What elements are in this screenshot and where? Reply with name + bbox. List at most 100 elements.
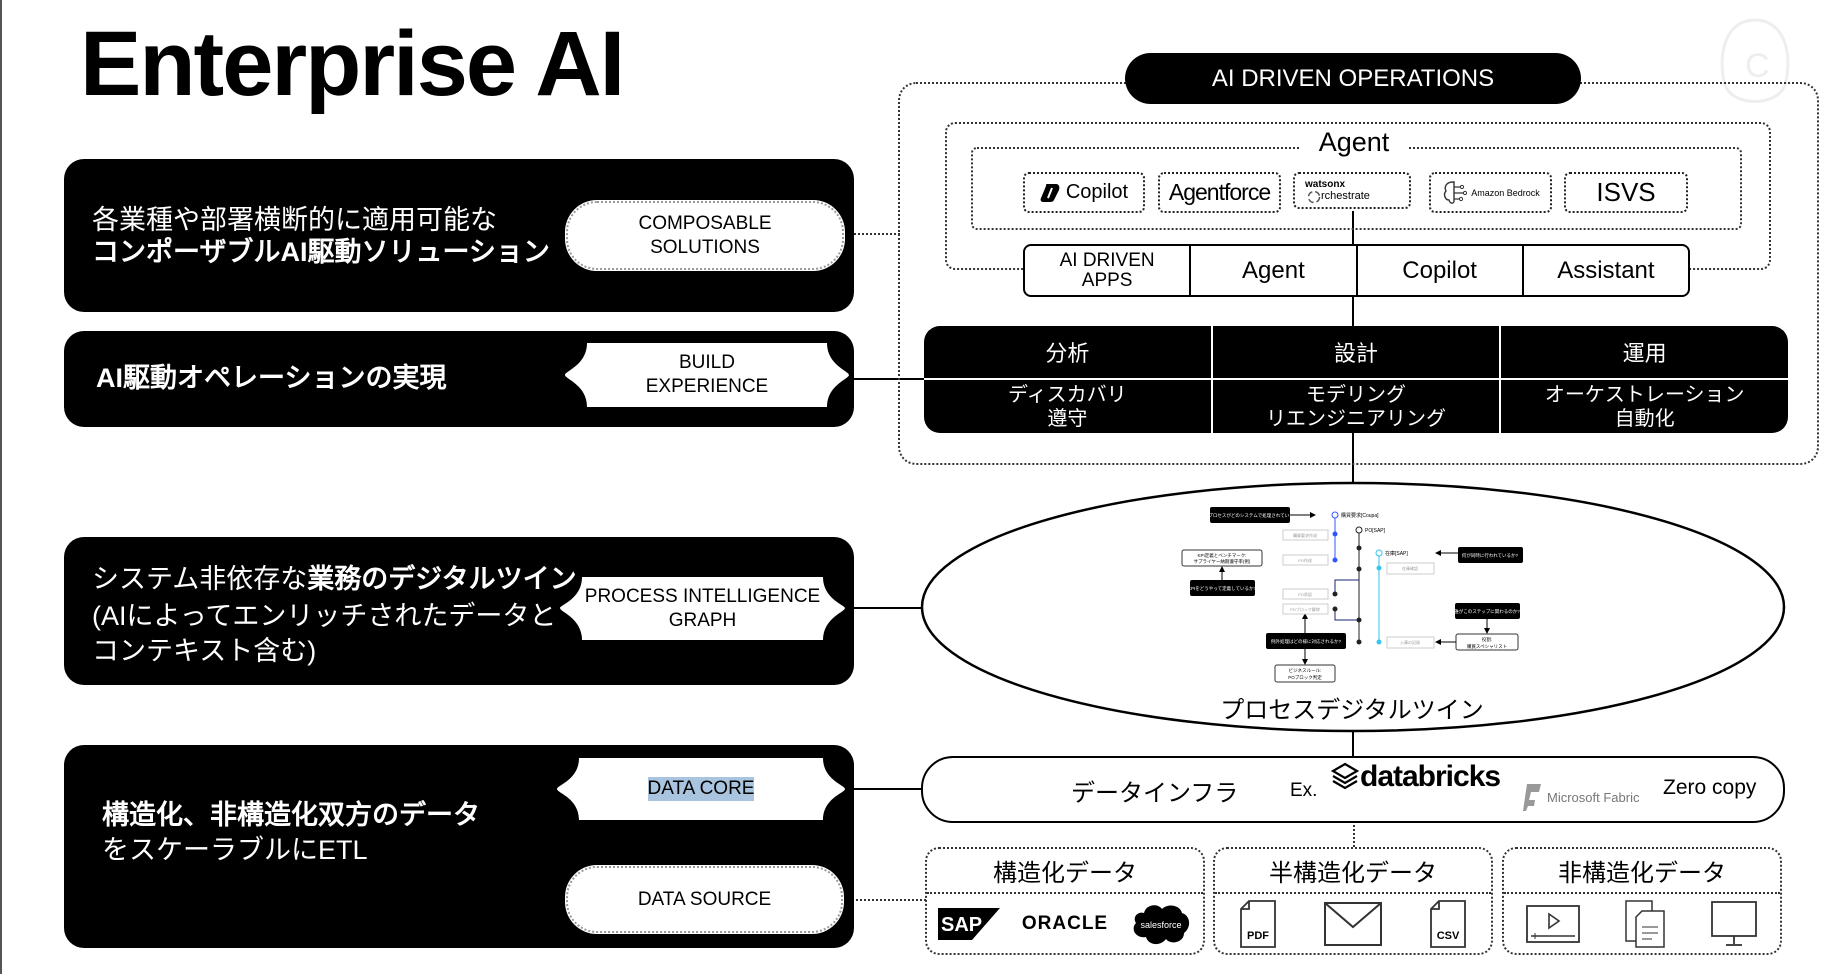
panel-text: コンテキスト含む) [92, 636, 317, 666]
object-label: PO[SAP] [1365, 528, 1386, 534]
databricks-logo-icon [1331, 762, 1359, 790]
activity-text: 在庫確認 [1402, 565, 1418, 571]
phase-item: ディスカバリ [1008, 383, 1127, 406]
connector-pig [845, 607, 922, 609]
connector-datasource [840, 899, 926, 901]
panel-text: (AIによってエンリッチされたデータと [92, 601, 557, 631]
phase-item: 遵守 [1047, 407, 1088, 430]
phase-item: リエンジニアリング [1266, 407, 1446, 430]
activity-text: PO作成 [1298, 557, 1312, 563]
question-text: 誰がこのステップに関わるのか? [1454, 608, 1520, 615]
rule-text: ビジネスルール: [1289, 667, 1322, 674]
vendor-name: ISVS [1596, 177, 1656, 207]
lifecycle-phases: 分析 ディスカバリ遵守 設計 モデリングリエンジニアリング 運用 オーケストレー… [924, 326, 1789, 433]
phase-operation: 運用 オーケストレーション自動化 [1499, 326, 1789, 433]
panel-digital-twin: システム非依存な業務のデジタルツイン (AIによってエンリッチされたデータと コ… [64, 537, 854, 685]
kpi-text: KPI定義とベンチマーク: [1197, 552, 1246, 559]
tag-line: BUILD [679, 352, 735, 373]
tag-line: DATA SOURCE [637, 888, 772, 910]
phase-title: 設計 [1212, 326, 1500, 380]
sap-text: SAP [941, 914, 982, 936]
vendor-copilot: Copilot [1023, 172, 1145, 213]
csv-text: CSV [1437, 930, 1460, 942]
vendor-watsonx-orchestrate: watsonx rchestrate [1293, 172, 1411, 209]
panel-text-bold: コンポーザブルAI駆動ソリューション [92, 237, 550, 267]
process-flow-diagram: どのプロセスがどのシステムで処理されているか? KPI定義とベンチマーク: サプ… [1181, 507, 1523, 683]
video-icon [1526, 905, 1581, 943]
question-text: 例外処理はどの様に対応されるか? [1271, 638, 1341, 645]
connector-infra-sources [1353, 821, 1355, 847]
phase-title: 運用 [1501, 326, 1789, 380]
semi-structured-data-box: 半構造化データ PDF CSV [1213, 847, 1493, 955]
pdf-file-icon: PDF [1240, 900, 1276, 948]
apps-label-line: AI DRIVEN [1059, 249, 1155, 271]
panel-text-line1: システム非依存な業務のデジタルツイン [92, 562, 577, 596]
phase-analysis: 分析 ディスカバリ遵守 [924, 326, 1211, 433]
vendor-name: rchestrate [1321, 190, 1370, 202]
vendor-agentforce: Agentforce [1158, 172, 1281, 213]
tag-line: EXPERIENCE [645, 376, 769, 397]
tag-line: PROCESS INTELLIGENCE [584, 585, 821, 607]
panel-text-bold: 構造化、非構造化双方のデータ [102, 800, 480, 830]
panel-composable: 各業種や部署横断的に適用可能な コンポーザブルAI駆動ソリューション COMPO… [64, 159, 854, 312]
tag-line: DATA CORE [647, 777, 755, 801]
salesforce-logo-icon: salesforce [1133, 905, 1190, 945]
microsoft-fabric-logo-icon [1523, 784, 1541, 811]
rule-text: POブロック判定 [1288, 674, 1322, 681]
infra-label: データインフラ [1071, 780, 1239, 807]
tag-line: COMPOSABLE [638, 212, 772, 234]
monitor-icon [1710, 901, 1757, 946]
category-title: 半構造化データ [1215, 849, 1491, 894]
app-agent: Agent [1189, 246, 1355, 295]
panel-operations: AI駆動オペレーションの実現 BUILD EXPERIENCE [64, 331, 854, 427]
digital-twin-ellipse [920, 481, 1786, 733]
question-box [1190, 580, 1255, 596]
databricks-logo: databricks [1360, 760, 1501, 793]
structured-data-box: 構造化データ SAP ORACLE salesforce [925, 847, 1205, 955]
zero-copy-label: Zero copy [1663, 776, 1757, 799]
vendor-amazon-bedrock: Amazon Bedrock [1429, 172, 1552, 213]
apps-label-line: APPS [1081, 269, 1133, 291]
svg-text:C: C [1745, 47, 1770, 85]
vendor-name: Copilot [1065, 181, 1129, 203]
data-source-tag: DATA SOURCE [565, 865, 844, 934]
oracle-logo: ORACLE [1021, 913, 1109, 934]
brain-circuit-icon [1444, 180, 1468, 204]
unstructured-data-box: 非構造化データ [1502, 847, 1782, 955]
panel-data: 構造化、非構造化双方のデータ をスケーラブルにETL DATA CORE DAT… [64, 745, 854, 948]
agent-label: Agent [1300, 127, 1408, 158]
panel-text: システム非依存な [92, 564, 308, 594]
object-label: 購買要求[Coupa] [1341, 512, 1379, 519]
phase-design: 設計 モデリングリエンジニアリング [1210, 326, 1500, 433]
phase-item: モデリング [1306, 383, 1406, 406]
phase-item: オーケストレーション [1544, 383, 1745, 406]
watermark-logo-icon: C [1720, 18, 1790, 103]
connector-build [848, 378, 924, 380]
question-text: どのプロセスがどのシステムで処理されているか? [1199, 512, 1301, 519]
role-text: 役割: [1482, 636, 1492, 643]
activity-text: POブロック解除 [1290, 606, 1320, 612]
pdf-text: PDF [1247, 930, 1269, 942]
salesforce-text: salesforce [1141, 920, 1182, 930]
vendor-isvs: ISVS [1564, 172, 1688, 213]
sap-logo-icon: SAP [937, 908, 1000, 940]
panel-text-bold: AI駆動オペレーションの実現 [96, 363, 447, 393]
kpi-text: サプライヤー納期遵守率(例) [1194, 558, 1251, 565]
document-icon [1625, 900, 1665, 948]
app-assistant: Assistant [1521, 246, 1688, 295]
infra-ex: Ex. [1290, 780, 1318, 801]
question-box [1458, 547, 1523, 563]
question-text: 何が同時に行われているか? [1462, 552, 1519, 559]
activity-text: 入庫の記録 [1400, 639, 1420, 645]
vendor-name: Amazon Bedrock [1471, 187, 1540, 198]
slide-left-edge [0, 0, 2, 974]
question-box [1210, 507, 1290, 523]
activity-text: 購買要求作成 [1293, 532, 1317, 538]
build-experience-tag: BUILD EXPERIENCE [565, 343, 849, 407]
connector-datacore [845, 788, 922, 790]
vendor-top: watsonx [1305, 179, 1346, 190]
vendor-name-wrap: rchestrate [1305, 190, 1370, 204]
question-box [1455, 603, 1520, 619]
